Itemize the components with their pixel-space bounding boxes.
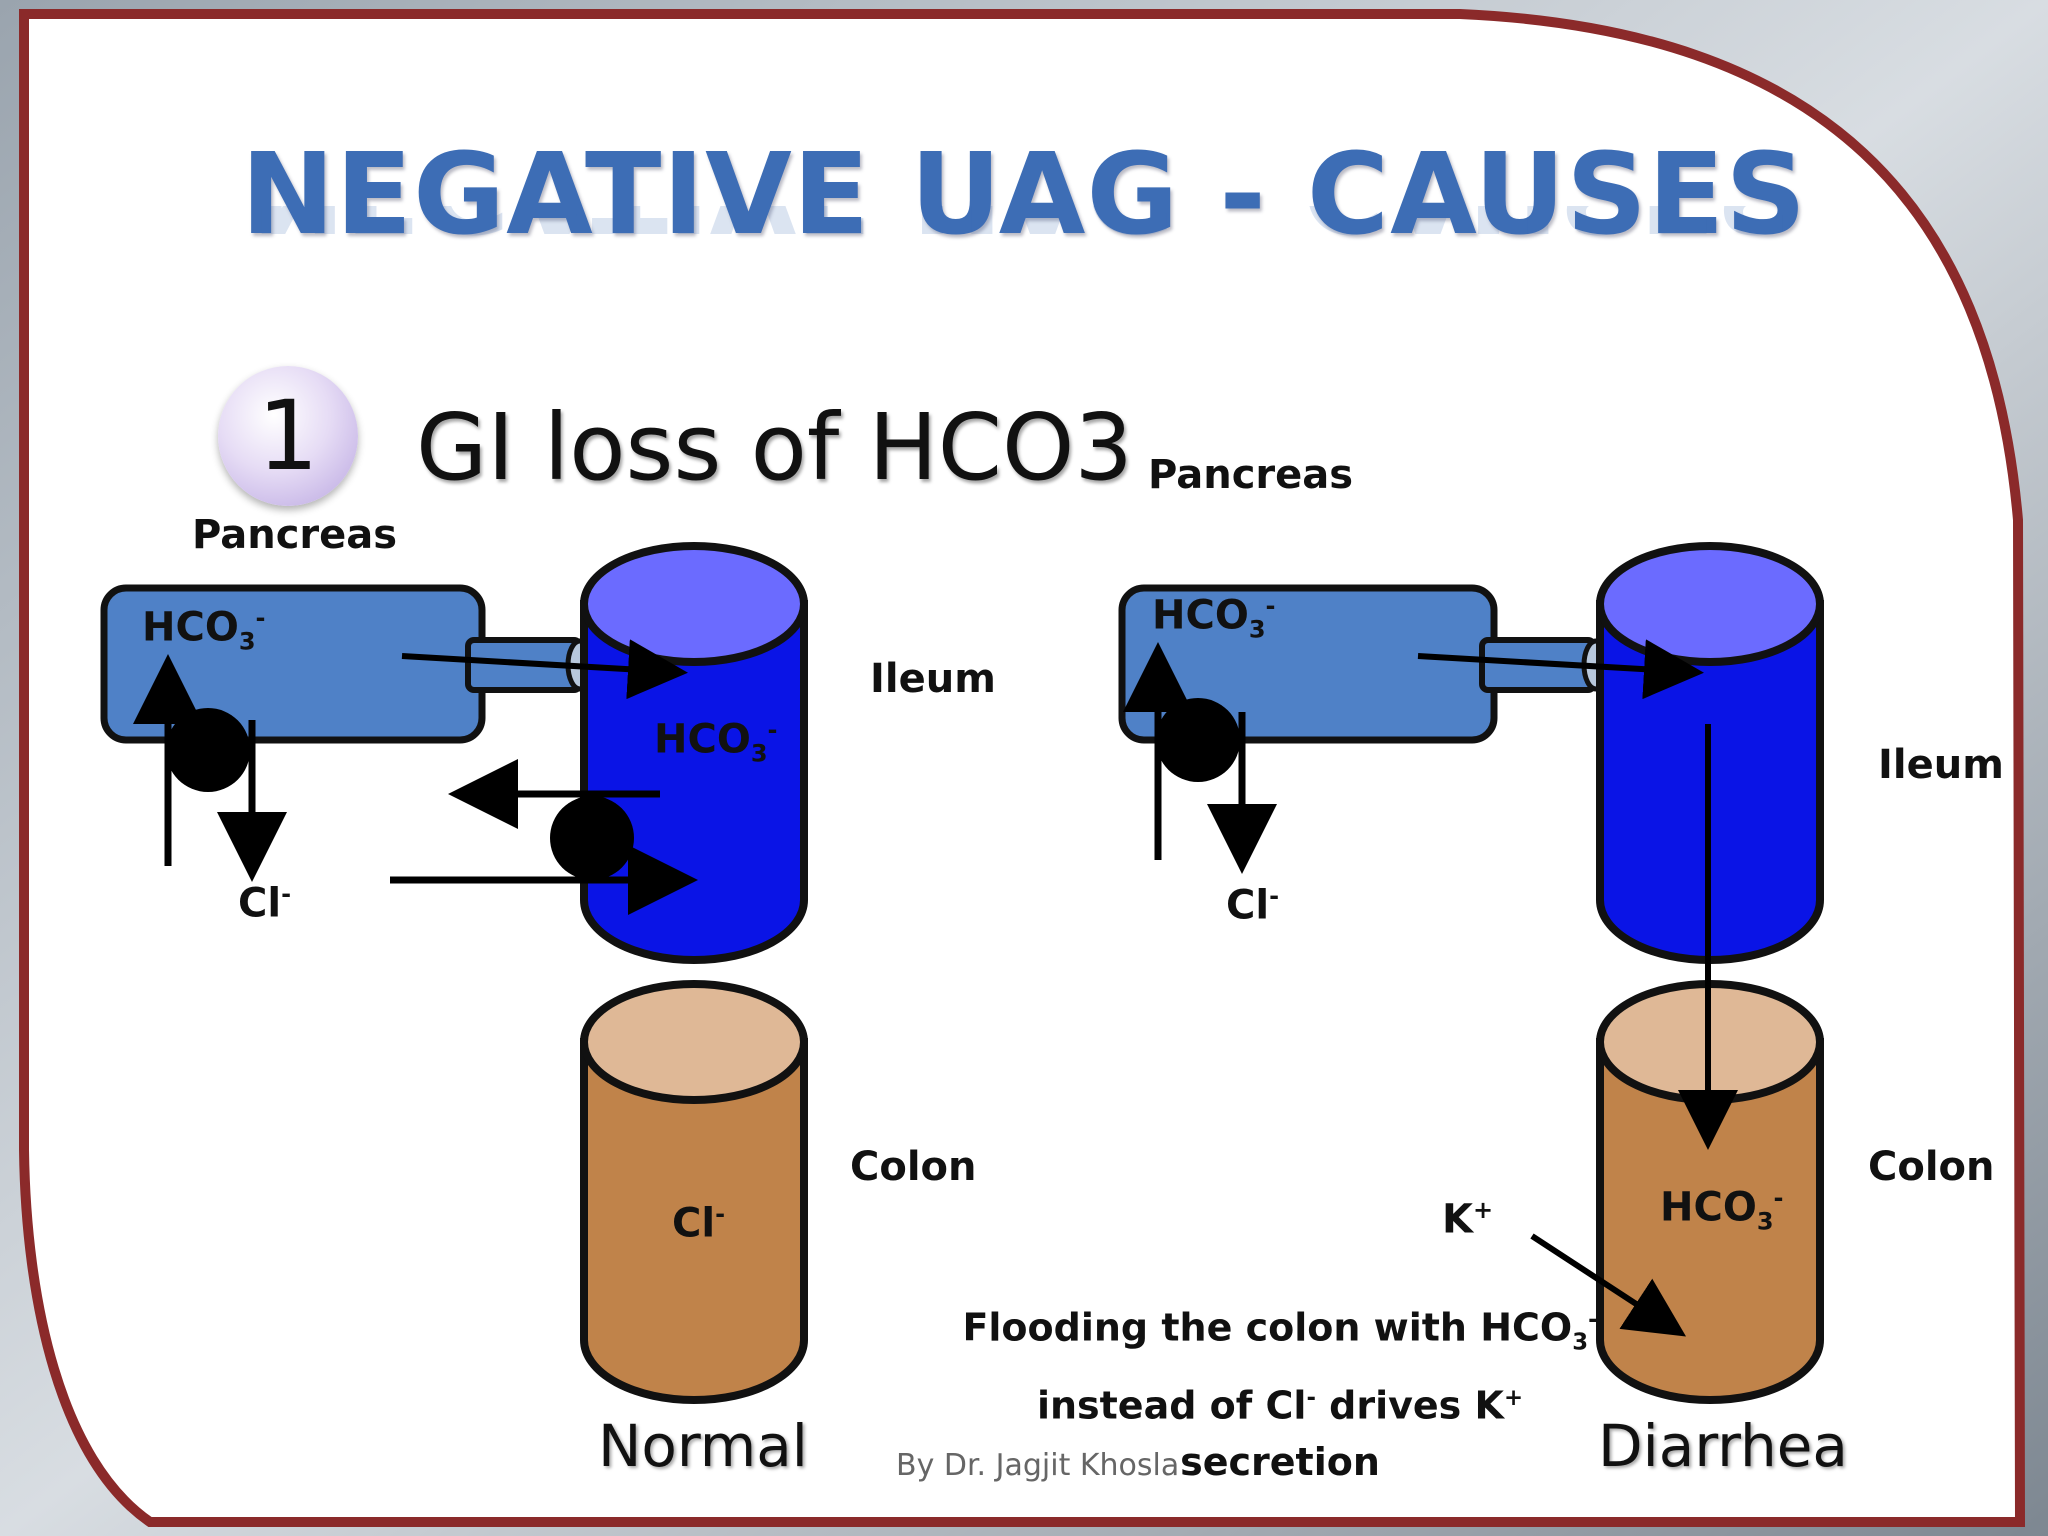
diarrhea-colon-hco3-label: HCO3- bbox=[1660, 1184, 1784, 1236]
diarrhea-colon-label: Colon bbox=[1868, 1144, 1995, 1190]
normal-colon-cl-label: Cl- bbox=[672, 1200, 726, 1247]
normal-pancreas-label: Pancreas bbox=[192, 512, 398, 558]
normal-ileum-top bbox=[580, 542, 808, 666]
diarrhea-caption: Diarrhea bbox=[1598, 1412, 1848, 1480]
normal-diagram bbox=[100, 542, 808, 1404]
normal-hco3-secretion-arrow bbox=[401, 639, 688, 700]
note-line-1: Flooding the colon with HCO3- bbox=[962, 1305, 1598, 1356]
diarrhea-ileum-top bbox=[1596, 542, 1824, 666]
diarrhea-pancreas-label: Pancreas bbox=[1148, 452, 1354, 498]
section-subtitle: GI loss of HCO3 bbox=[416, 394, 1133, 501]
diarrhea-explanation-note: Flooding the colon with HCO3- instead of… bbox=[960, 1292, 1600, 1490]
normal-ileum-label: Ileum bbox=[870, 656, 996, 702]
content-panel bbox=[19, 9, 2026, 1527]
diarrhea-hco3-secretion-arrow bbox=[1417, 639, 1704, 700]
normal-ileum-hco3-label: HCO3- bbox=[654, 716, 778, 768]
normal-caption: Normal bbox=[598, 1412, 808, 1480]
normal-colon-shape bbox=[580, 1038, 808, 1404]
diarrhea-pancreas-exchanger bbox=[1156, 698, 1240, 782]
diarrhea-pancreas-hco3-label: HCO3- bbox=[1152, 592, 1276, 644]
slide-title-reflection: NEGATIVE UAG - CAUSES bbox=[0, 206, 2048, 246]
diarrhea-ileum-label: Ileum bbox=[1878, 742, 2004, 788]
slide-title: NEGATIVE UAG - CAUSES bbox=[240, 130, 1808, 260]
diarrhea-k-secretion-arrow bbox=[1530, 1233, 1687, 1337]
diarrhea-k-label: K+ bbox=[1442, 1196, 1494, 1243]
normal-colon-label: Colon bbox=[850, 1144, 977, 1190]
diarrhea-cl-label: Cl- bbox=[1226, 882, 1280, 929]
normal-cl-label: Cl- bbox=[238, 880, 292, 927]
normal-ileum-exchanger bbox=[550, 796, 634, 880]
normal-pancreas-exchanger bbox=[166, 708, 250, 792]
normal-pancreas-hco3-label: HCO3- bbox=[142, 604, 266, 656]
diarrhea-diagram bbox=[1118, 542, 1824, 1404]
section-number-badge: 1 bbox=[218, 366, 358, 506]
author-credit: By Dr. Jagjit Khosla bbox=[896, 1448, 1180, 1483]
normal-colon-top bbox=[580, 980, 808, 1104]
note-line-2: instead of Cl- drives K+ secretion bbox=[1036, 1383, 1524, 1484]
